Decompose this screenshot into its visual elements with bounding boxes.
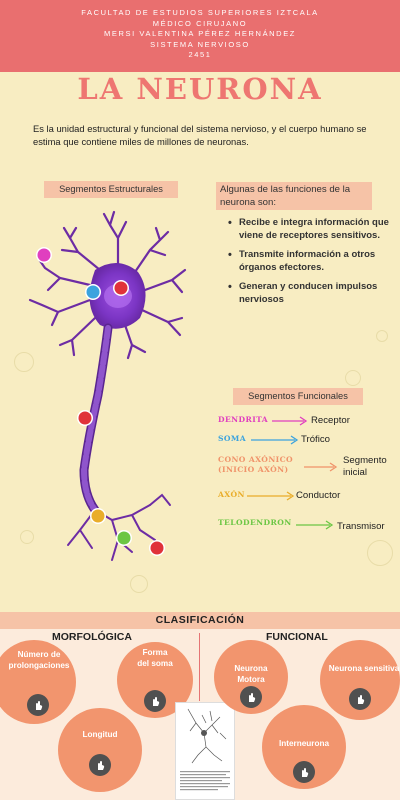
- classification-title: CLASIFICACIÓN: [0, 612, 400, 629]
- segment-name: AXÓN: [218, 490, 245, 499]
- arrow-icon: [296, 520, 334, 530]
- divider: [199, 633, 200, 701]
- hand-pointer-icon[interactable]: [240, 686, 262, 708]
- bubble-decor: [376, 330, 388, 342]
- card-label: Número de prolongaciones: [8, 650, 70, 670]
- neuron-illustration: [28, 210, 187, 561]
- arrow-icon: [304, 462, 338, 472]
- functions-title: Algunas de las funciones de la neurona s…: [216, 182, 372, 210]
- function-item: Recibe e integra información que viene d…: [227, 217, 392, 242]
- card-label: Longitud: [82, 730, 118, 739]
- dendrite-hotspot[interactable]: [36, 247, 52, 263]
- segment-value-sub: inicial: [343, 467, 367, 478]
- segment-name: SOMA: [218, 434, 246, 443]
- hand-pointer-icon[interactable]: [293, 761, 315, 783]
- soma-hotspot[interactable]: [85, 284, 101, 300]
- segment-row-cono-axonico: CONO AXÓNICO (INICIO AXÓN) Segmento inic…: [218, 455, 398, 485]
- bubble-decor: [130, 575, 148, 593]
- header-banner: FACULTAD DE ESTUDIOS SUPERIORES IZTCALA …: [0, 0, 400, 72]
- segment-value: Trófico: [301, 434, 330, 445]
- hand-pointer-icon[interactable]: [144, 690, 166, 712]
- structural-segments-label: Segmentos Estructurales: [44, 181, 178, 198]
- axon-terminal-hotspot[interactable]: [90, 508, 106, 524]
- arrow-icon: [247, 491, 295, 501]
- segment-row-telodendron: TELODENDRON Transmisor: [218, 518, 398, 536]
- card-label: Forma del soma: [137, 648, 173, 668]
- segment-value: Conductor: [296, 490, 341, 501]
- functions-list: Recibe e integra información que viene d…: [227, 217, 392, 313]
- myelin-sheath: [80, 325, 111, 513]
- segment-value: Segmento: [343, 455, 387, 466]
- axon-hotspot[interactable]: [77, 410, 93, 426]
- segment-value: Transmisor: [337, 521, 385, 532]
- card-label: Neurona Motora: [234, 664, 268, 684]
- header-line: MÉDICO CIRUJANO: [152, 18, 248, 28]
- classification-card-forma-soma[interactable]: Forma del soma: [117, 642, 193, 718]
- bubble-decor: [20, 530, 34, 544]
- segment-row-soma: SOMA Trófico: [218, 433, 398, 451]
- classification-card-neurona-sensitiva[interactable]: Neurona sensitiva: [320, 640, 400, 720]
- classification-card-interneurona[interactable]: Interneurona: [262, 705, 346, 789]
- card-label: Neurona sensitiva: [328, 664, 400, 673]
- header-line: FACULTAD DE ESTUDIOS SUPERIORES IZTCALA: [81, 8, 319, 17]
- reference-image: [175, 702, 235, 800]
- header-line: SISTEMA NERVIOSO: [150, 39, 250, 49]
- arrow-icon: [251, 435, 299, 445]
- arrow-icon: [272, 416, 308, 426]
- functional-segments-label: Segmentos Funcionales: [233, 388, 363, 405]
- intro-text: Es la unidad estructural y funcional del…: [33, 123, 367, 147]
- function-item: Generan y conducen impulsos nerviosos: [227, 281, 392, 306]
- hand-pointer-icon[interactable]: [89, 754, 111, 776]
- header-line: 2451: [188, 50, 212, 59]
- classification-card-prolongaciones[interactable]: Número de prolongaciones: [0, 640, 76, 724]
- segment-row-axon: AXÓN Conductor: [218, 489, 398, 507]
- segment-row-dendrita: DENDRITA Receptor: [218, 414, 398, 432]
- segment-value: Receptor: [311, 415, 350, 426]
- dendrites: [28, 210, 187, 360]
- bubble-decor: [14, 352, 34, 372]
- nucleus-hotspot[interactable]: [113, 280, 129, 296]
- hand-pointer-icon[interactable]: [349, 688, 371, 710]
- header-line: MERSI VALENTINA PÉREZ HERNÁNDEZ: [104, 29, 296, 38]
- page-title: LA NEURONA: [77, 72, 323, 106]
- hand-pointer-icon[interactable]: [27, 694, 49, 716]
- bubble-decor: [367, 540, 393, 566]
- classification-card-neurona-motora[interactable]: Neurona Motora: [214, 640, 288, 714]
- classification-card-longitud[interactable]: Longitud: [58, 708, 142, 792]
- morphological-heading: MORFOLÓGICA: [52, 631, 132, 643]
- card-label: Interneurona: [278, 739, 330, 748]
- segment-name: DENDRITA: [218, 415, 269, 424]
- segment-name: TELODENDRON: [218, 518, 292, 527]
- telodendron-hotspot[interactable]: [116, 530, 132, 546]
- bubble-decor: [345, 370, 361, 386]
- neuron-sketch-image: [180, 708, 230, 791]
- segment-name: CONO AXÓNICO: [218, 455, 294, 464]
- synapse-hotspot[interactable]: [149, 540, 165, 556]
- segment-name-sub: (INICIO AXÓN): [218, 465, 289, 474]
- function-item: Transmite información a otros órganos ef…: [227, 249, 392, 274]
- functional-heading: FUNCIONAL: [266, 631, 328, 643]
